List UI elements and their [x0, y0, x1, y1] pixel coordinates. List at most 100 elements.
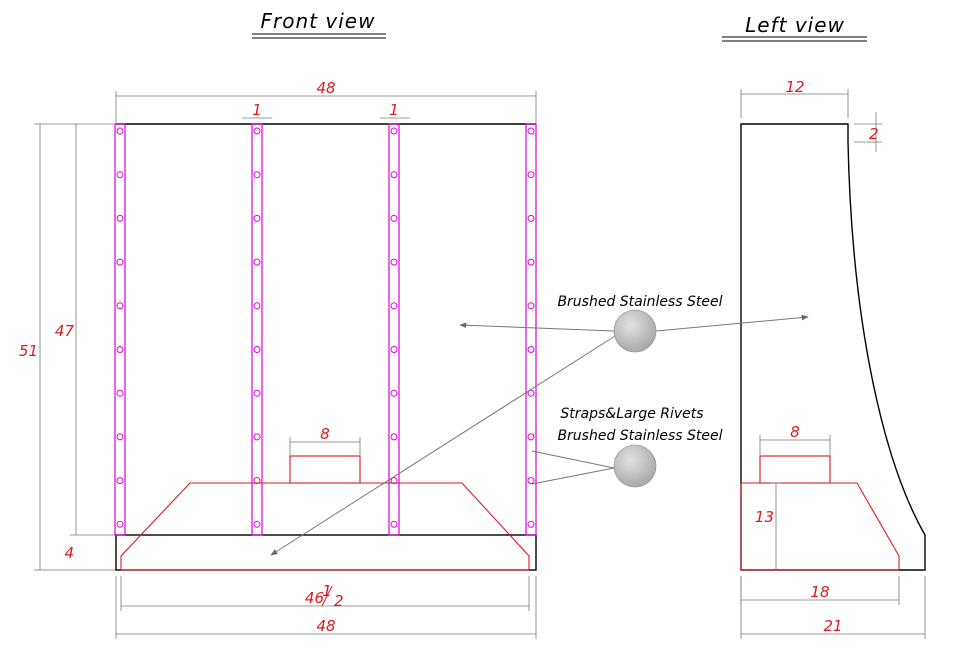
rivet-26	[390, 346, 398, 353]
strap-1	[114, 123, 126, 536]
rivet-1	[116, 127, 124, 135]
strap-rivets	[116, 127, 535, 528]
rivet-22	[390, 171, 398, 179]
side-outline	[740, 123, 926, 571]
rivet-35	[527, 302, 535, 310]
rivet-16	[253, 346, 261, 353]
dim-strap-width-left-label: 1	[252, 101, 262, 119]
dim-side-bottom-depth-label: 21	[823, 617, 842, 635]
rivet-9	[116, 477, 124, 485]
front-base-band	[115, 534, 537, 571]
dim-strap-width-left: 1	[242, 101, 272, 119]
dim-front-bottom-width: 48	[115, 576, 537, 639]
material-label: Brushed Stainless Steel	[557, 294, 722, 310]
strap-2	[251, 123, 263, 536]
rivet-31	[527, 127, 535, 135]
rivet-20	[253, 520, 261, 528]
rivet-40	[527, 520, 535, 528]
rivet-25	[390, 302, 398, 310]
rivet-34	[527, 258, 535, 266]
rivet-4	[116, 258, 124, 266]
dim-front-base-inner-width-den: 2	[334, 592, 344, 610]
rivet-37	[527, 389, 535, 397]
dim-front-top-width-label: 48	[316, 79, 335, 97]
rivet-6	[116, 346, 124, 353]
front-collar	[289, 455, 361, 484]
dim-side-top-depth-label: 12	[785, 78, 804, 96]
material-callout-straps: Straps&Large Rivets Brushed Stainless St…	[531, 406, 723, 488]
rivet-12	[253, 171, 261, 179]
dim-side-top-offset: 2	[854, 112, 882, 152]
left-view-title: Left view	[745, 13, 845, 37]
front-straps	[114, 123, 537, 536]
dim-front-height-upper-label: 47	[55, 322, 75, 340]
rivet-27	[390, 389, 398, 397]
dim-front-height-base: 4	[64, 544, 74, 562]
leader-front-panel	[459, 322, 615, 332]
straps-label-line1: Straps&Large Rivets	[560, 406, 703, 422]
rivet-19	[253, 477, 261, 485]
rivet-23	[390, 214, 398, 222]
rivet-29	[390, 477, 398, 485]
front-view-title: Front view	[261, 9, 376, 33]
rivet-7	[116, 389, 124, 397]
steel-swatch	[613, 309, 657, 353]
rivet-17	[253, 389, 261, 397]
dim-side-liner-height-label: 13	[755, 508, 774, 526]
leader-front-base	[270, 335, 616, 556]
leader-strap-upper	[531, 450, 615, 469]
dim-side-collar-width: 8	[759, 423, 831, 455]
rivet-8	[116, 433, 124, 441]
dim-front-bottom-width-label: 48	[316, 617, 335, 635]
dim-front-height-total-label: 51	[19, 342, 38, 360]
rivet-24	[390, 258, 398, 266]
straps-label-line2: Brushed Stainless Steel	[557, 428, 722, 444]
rivet-38	[527, 433, 535, 441]
dim-front-collar-width-label: 8	[320, 425, 330, 443]
left-view: 12 2 8 13	[740, 78, 926, 639]
dim-strap-width-right-label: 1	[389, 101, 399, 119]
dim-front-height-total: 51	[19, 123, 116, 571]
rivet-2	[116, 171, 124, 179]
rivet-36	[527, 346, 535, 353]
dim-front-height-base-label: 4	[64, 544, 74, 562]
dim-side-top-offset-label: 2	[869, 125, 879, 143]
rivet-15	[253, 302, 261, 310]
rivet-14	[253, 258, 261, 266]
rivet-39	[527, 477, 535, 485]
rivet-32	[527, 171, 535, 179]
dim-front-base-inner-width-slash	[321, 585, 333, 607]
rivet-28	[390, 433, 398, 441]
rivet-13	[253, 214, 261, 222]
front-view: 48 1 1 51 47 4	[19, 79, 537, 639]
dim-side-liner-depth-label: 18	[810, 583, 829, 601]
strap-3	[388, 123, 400, 536]
rivet-10	[116, 520, 124, 528]
dim-strap-width-right: 1	[380, 101, 410, 119]
dim-front-height-upper: 47	[55, 124, 116, 536]
dim-side-bottom-depth: 21	[740, 576, 926, 639]
dim-side-collar-width-label: 8	[790, 423, 800, 441]
side-liner-outline	[741, 482, 900, 570]
dim-front-top-width: 48	[115, 79, 537, 123]
dim-front-base-inner-width-num: 1	[322, 582, 332, 600]
side-collar	[759, 455, 831, 484]
dim-side-liner-depth: 18	[740, 576, 900, 605]
leader-side-panel	[655, 314, 809, 332]
leader-strap-lower	[531, 467, 615, 485]
rivet-33	[527, 214, 535, 222]
dim-front-base-inner-width: 46 1 2	[120, 576, 530, 611]
front-liner-outline	[120, 482, 530, 570]
dim-front-base-inner-width-whole: 46	[305, 589, 324, 607]
dim-side-liner-height: 13	[755, 482, 782, 570]
rivet-18	[253, 433, 261, 441]
straps-swatch	[613, 444, 657, 488]
dim-side-top-depth: 12	[740, 78, 849, 118]
dim-front-collar-width: 8	[289, 425, 361, 455]
strap-4	[525, 123, 537, 536]
rivet-30	[390, 520, 398, 528]
rivet-11	[253, 127, 261, 135]
rivet-5	[116, 302, 124, 310]
material-callout-steel: Brushed Stainless Steel	[270, 294, 809, 556]
